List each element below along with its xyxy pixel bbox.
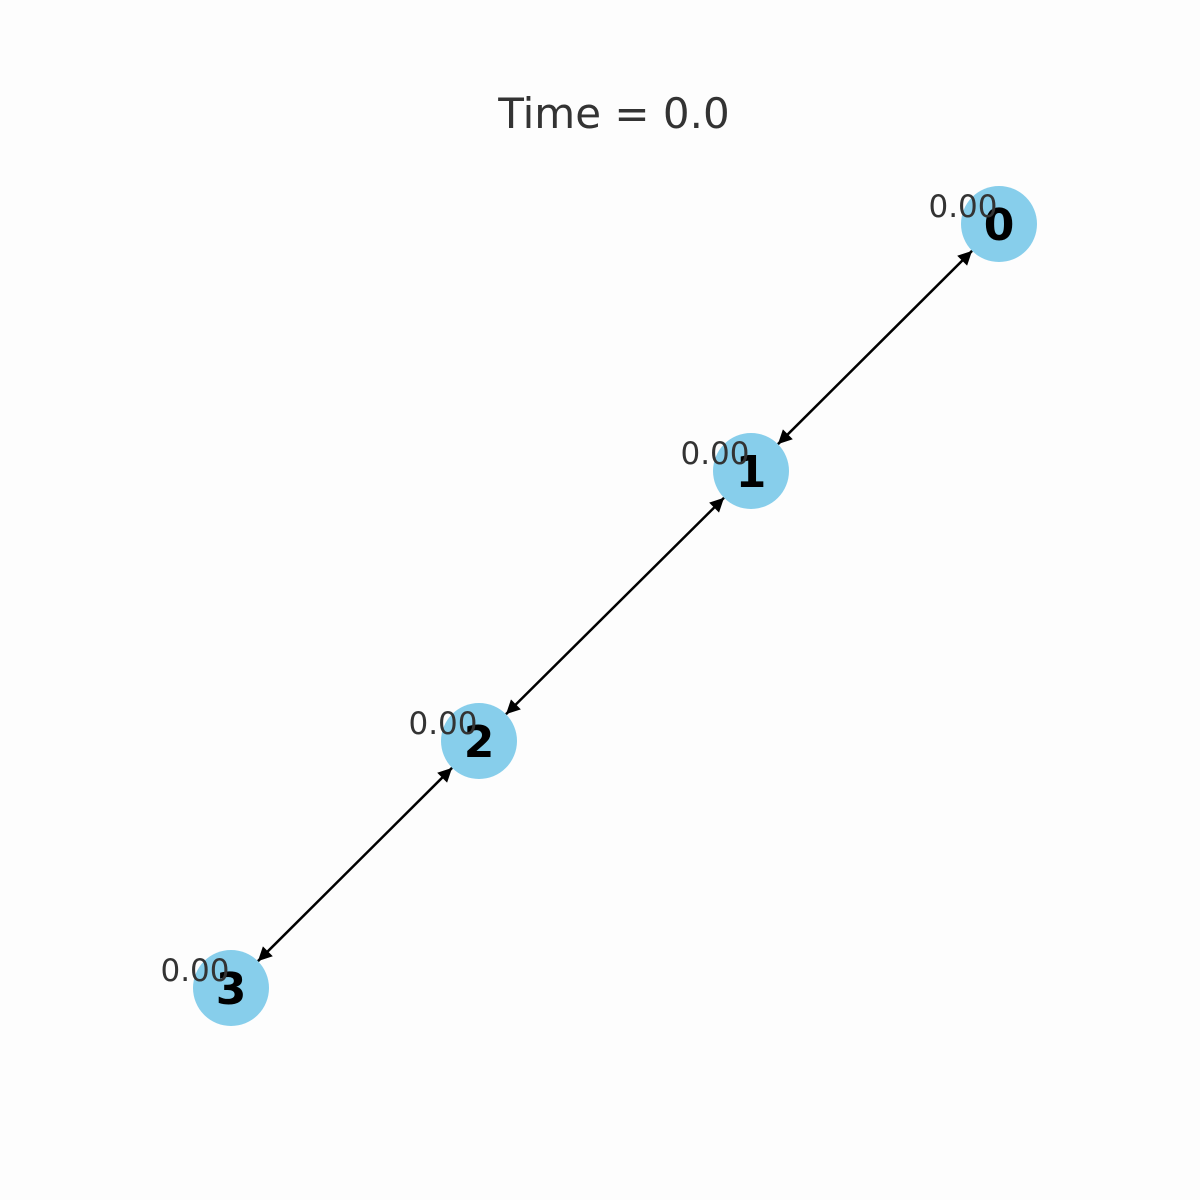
edges-layer (257, 249, 973, 963)
node-value-label: 0.00 (160, 953, 229, 989)
node-label: 1 (736, 447, 767, 498)
node-circle (713, 433, 789, 509)
node-circle (193, 950, 269, 1026)
node-circle (961, 186, 1037, 262)
node-label: 3 (216, 964, 247, 1015)
edge-1-2 (505, 496, 725, 716)
node-0: 00.00 (928, 186, 1037, 262)
node-value-label: 0.00 (408, 706, 477, 742)
node-2: 20.00 (408, 703, 517, 779)
node-1: 10.00 (680, 433, 789, 509)
node-value-label: 0.00 (928, 189, 997, 225)
node-value-label: 0.00 (680, 436, 749, 472)
edge-0-1 (777, 249, 973, 446)
node-label: 2 (464, 717, 495, 768)
node-label: 0 (984, 200, 1015, 251)
node-circle (441, 703, 517, 779)
graph-title: Time = 0.0 (497, 89, 729, 138)
edge-2-3 (257, 766, 453, 963)
node-3: 30.00 (160, 950, 269, 1026)
